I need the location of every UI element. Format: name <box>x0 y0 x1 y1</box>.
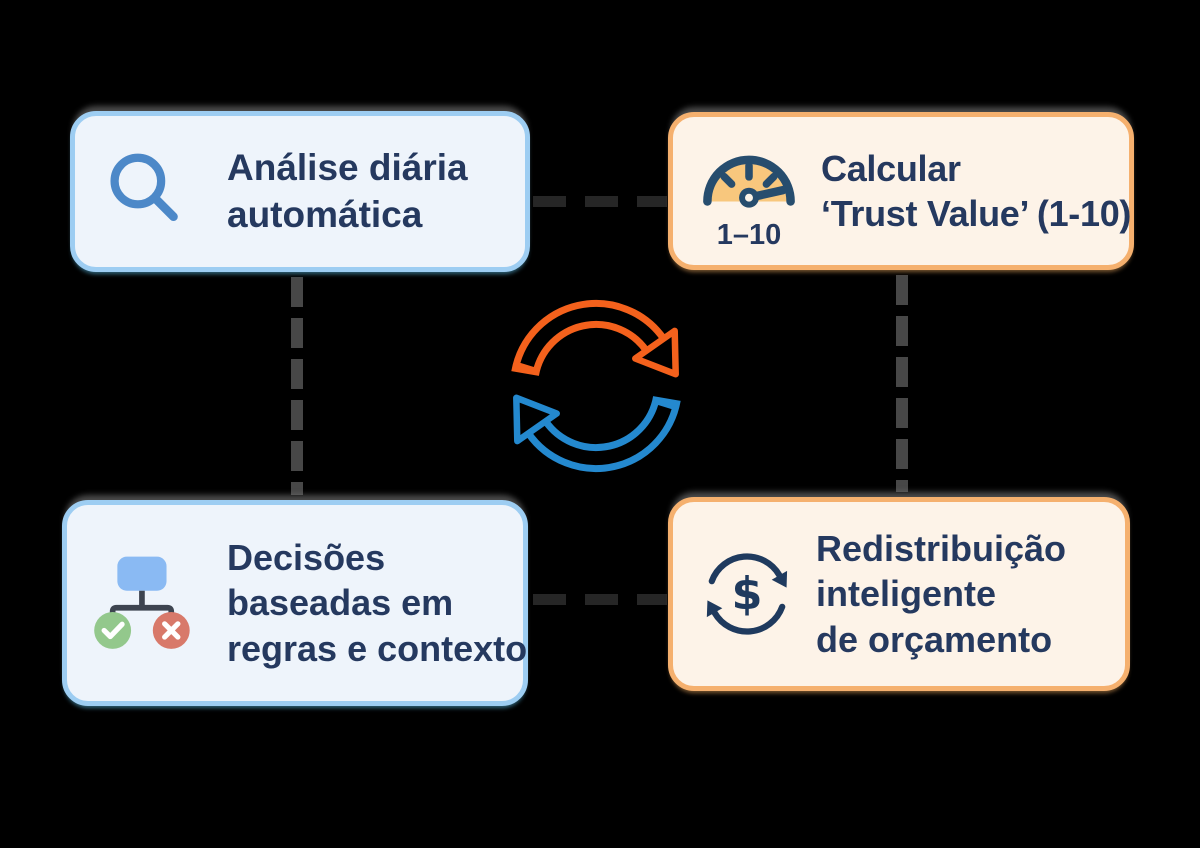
text-line: baseadas em <box>227 582 454 624</box>
text-line: de orçamento <box>816 618 1053 660</box>
card-decisoes-regras-text: Decisões baseadas em regras e contexto <box>227 535 527 671</box>
connector-bottom-horizontal <box>533 594 667 605</box>
connector-top-horizontal <box>533 196 667 207</box>
card-redistribuicao-orcamento-text: Redistribuição inteligente de orçamento <box>816 526 1066 662</box>
connector-left-vertical <box>291 277 303 495</box>
card-redistribuicao-orcamento: $ Redistribuição inteligente de orçament… <box>668 497 1130 691</box>
card-calcular-trust-value: 1–10 Calcular ‘Trust Value’ (1-10) <box>668 112 1134 270</box>
card-calcular-trust-value-text: Calcular ‘Trust Value’ (1-10) <box>821 146 1131 237</box>
text-line: automática <box>227 193 423 235</box>
text-line: Análise diária <box>227 146 468 188</box>
gauge-range-label: 1–10 <box>716 218 782 251</box>
text-line: Redistribuição <box>816 527 1067 569</box>
magnifier-search-icon <box>105 150 189 234</box>
dollar-cycle-icon: $ <box>698 545 796 643</box>
text-line: ‘Trust Value’ (1-10) <box>821 193 1132 234</box>
text-line: Decisões <box>227 536 386 578</box>
dollar-glyph: $ <box>732 568 763 620</box>
decision-tree-icon <box>89 550 193 656</box>
text-line: inteligente <box>816 573 997 615</box>
sync-cycle-arrows-icon <box>511 300 681 472</box>
gauge-meter-icon: 1–10 <box>697 131 801 252</box>
card-analise-diaria: Análise diária automática <box>70 111 530 272</box>
text-line: Calcular <box>821 147 961 189</box>
card-analise-diaria-text: Análise diária automática <box>227 145 468 238</box>
connector-right-vertical <box>896 275 908 492</box>
card-decisoes-regras: Decisões baseadas em regras e contexto <box>62 500 528 706</box>
text-line: regras e contexto <box>227 627 528 669</box>
